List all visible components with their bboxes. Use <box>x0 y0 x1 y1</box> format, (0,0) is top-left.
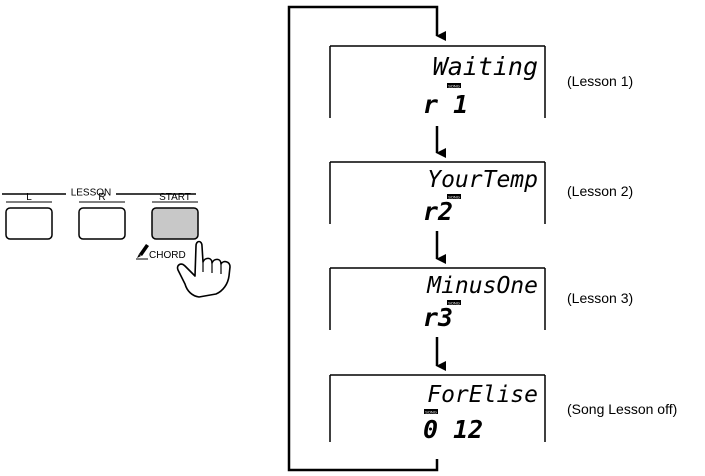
song-badge-text: SONG <box>448 83 460 88</box>
lcd-screen-4: ForElise SONG 0 12 (Song Lesson off) <box>330 375 677 444</box>
loop-line <box>289 7 437 470</box>
r-button-label: R <box>98 192 105 203</box>
lcd-value: r 1 <box>423 90 468 119</box>
lcd-value: r3 <box>423 303 453 332</box>
l-button[interactable] <box>6 208 52 239</box>
screen-caption: (Song Lesson off) <box>567 401 677 417</box>
l-button-group[interactable]: L <box>6 192 52 239</box>
lcd-title: MinusOne <box>426 273 538 299</box>
chord-label-group: CHORD <box>136 244 186 261</box>
lcd-value: r2 <box>423 197 453 226</box>
r-button[interactable] <box>79 208 125 239</box>
start-button-group[interactable]: START <box>152 192 198 239</box>
lesson-panel: LESSON L R START CHORD <box>2 186 230 297</box>
chord-label: CHORD <box>149 250 186 261</box>
l-button-label: L <box>26 192 32 203</box>
screen-caption: (Lesson 2) <box>567 183 633 199</box>
lcd-title: Waiting <box>433 52 538 81</box>
lcd-title: YourTemp <box>427 167 538 193</box>
lcd-value: 0 12 <box>423 415 483 444</box>
pen-icon <box>137 244 149 258</box>
start-button-label: START <box>159 192 191 203</box>
start-button[interactable] <box>152 208 198 239</box>
lcd-screen-1: Waiting SONG r 1 (Lesson 1) <box>330 46 633 119</box>
lcd-screen-2: YourTemp SONG r2 (Lesson 2) <box>330 162 633 226</box>
loop-frame <box>289 7 437 470</box>
lcd-screen-3: MinusOne SONG r3 (Lesson 3) <box>330 268 633 332</box>
lcd-title: ForElise <box>427 382 538 408</box>
screen-caption: (Lesson 1) <box>567 73 633 89</box>
song-badge-text: SONG <box>425 409 437 414</box>
screen-caption: (Lesson 3) <box>567 290 633 306</box>
